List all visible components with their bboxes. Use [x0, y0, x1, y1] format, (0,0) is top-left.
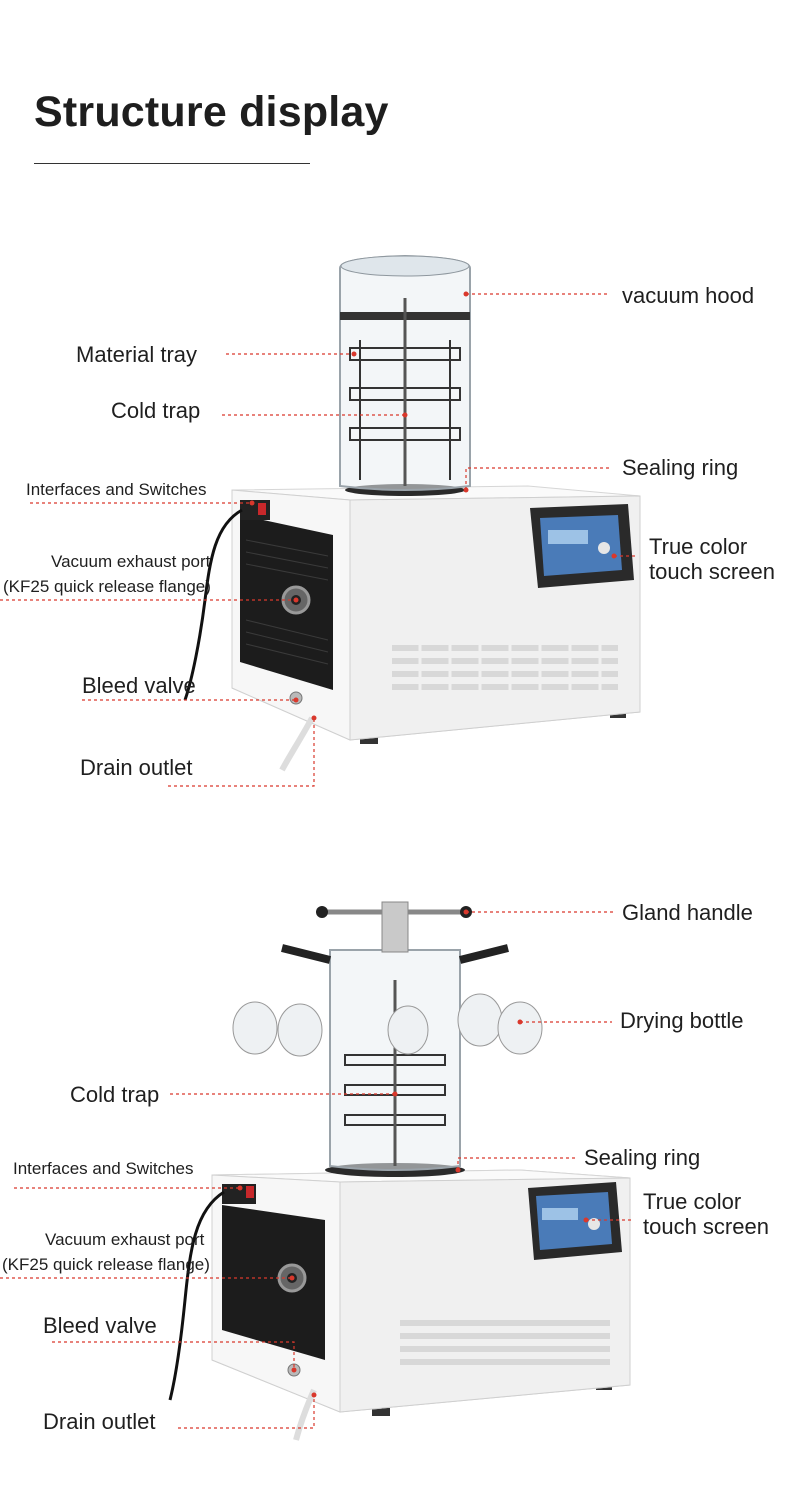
label-touch-screen-1: True color — [649, 534, 748, 559]
drain-hose — [279, 716, 315, 772]
drying-bottle-icon — [232, 944, 543, 1057]
touch-screen-icon — [540, 515, 622, 576]
label-vacuum-hood: vacuum hood — [622, 283, 755, 308]
label-sealing-ring: Sealing ring — [622, 455, 739, 480]
power-switch-icon — [258, 503, 266, 515]
label-exhaust-flange: (KF25 quick release flange) — [2, 1255, 210, 1274]
label-exhaust-flange: (KF25 quick release flange) — [3, 577, 211, 596]
power-cord — [168, 1190, 225, 1401]
side-vents — [400, 1320, 610, 1365]
label-bleed-valve: Bleed valve — [82, 673, 196, 698]
leader-lines — [0, 293, 638, 787]
page-title: Structure display — [34, 88, 389, 136]
label-sealing-ring: Sealing ring — [584, 1145, 701, 1170]
label-drying-bottle: Drying bottle — [620, 1008, 744, 1033]
label-exhaust-port: Vacuum exhaust port — [45, 1230, 205, 1249]
label-drain-outlet: Drain outlet — [43, 1409, 156, 1434]
label-cold-trap: Cold trap — [70, 1082, 160, 1107]
label-touch-screen-1: True color — [643, 1189, 742, 1214]
leader-dots — [237, 909, 589, 1398]
label-material-tray: Material tray — [76, 342, 198, 367]
panel-vents — [245, 539, 329, 665]
label-interfaces-switches: Interfaces and Switches — [26, 480, 207, 499]
title-underline — [34, 163, 310, 164]
leader-lines — [0, 911, 634, 1429]
freeze-dryer-illustration-1 — [0, 254, 641, 787]
label-drain-outlet: Drain outlet — [80, 755, 193, 780]
freeze-dryer-illustration-2 — [0, 901, 634, 1441]
figure-freeze-dryer-standard: vacuum hood Material tray Cold trap Seal… — [0, 254, 775, 787]
power-switch-icon — [246, 1186, 254, 1198]
label-exhaust-port: Vacuum exhaust port — [51, 552, 211, 571]
label-touch-screen-2: touch screen — [649, 559, 775, 584]
label-gland-handle: Gland handle — [622, 900, 753, 925]
label-bleed-valve: Bleed valve — [43, 1313, 157, 1338]
side-vents — [392, 645, 618, 690]
front-black-panel — [222, 1205, 325, 1360]
label-cold-trap: Cold trap — [111, 398, 201, 423]
leader-dots — [249, 291, 617, 721]
figure-freeze-dryer-manifold: Gland handle Drying bottle Cold trap Sea… — [0, 880, 790, 1489]
touch-screen-icon — [536, 1192, 612, 1250]
foot-icon — [360, 736, 378, 744]
label-touch-screen-2: touch screen — [643, 1214, 769, 1239]
label-interfaces-switches: Interfaces and Switches — [13, 1159, 194, 1178]
